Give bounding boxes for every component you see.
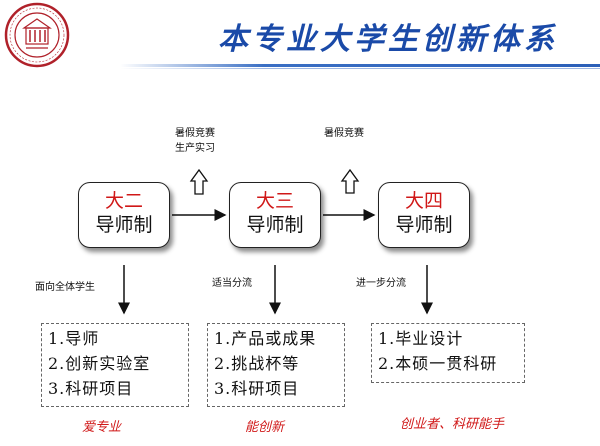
note-line: 生产实习	[175, 143, 215, 154]
title-rule-thin	[120, 68, 600, 69]
year-mentor-label: 导师制	[95, 214, 153, 236]
page-title: 本专业大学生创新体系	[218, 22, 558, 57]
list-item: 1.毕业设计	[378, 329, 464, 348]
hollow-up-arrow-icon	[340, 168, 360, 194]
list-box-year4: 1.毕业设计 2.本硕一贯科研	[371, 323, 525, 383]
list-item: 3.科研项目	[214, 379, 300, 398]
goal-entrepreneur: 创业者、科研能手	[400, 417, 505, 432]
down-label-2: 适当分流	[212, 278, 252, 289]
list-item: 2.创新实验室	[48, 354, 151, 373]
university-seal-icon	[4, 2, 70, 68]
year4-box: 大四 导师制	[378, 182, 470, 248]
year2-box: 大二 导师制	[78, 182, 170, 248]
goal-love-major: 爱专业	[82, 420, 122, 435]
note-line: 暑假竞赛	[324, 128, 364, 139]
list-item: 2.挑战杯等	[214, 354, 300, 373]
goal-innovate: 能创新	[245, 420, 285, 435]
down-label-1: 面向全体学生	[35, 282, 95, 293]
year-label: 大三	[255, 190, 294, 212]
list-item: 3.科研项目	[48, 379, 134, 398]
down-label-3: 进一步分流	[356, 278, 406, 289]
summer-notes-year2: 暑假竞赛 生产实习	[175, 126, 215, 156]
note-line: 暑假竞赛	[175, 128, 215, 139]
list-box-year2: 1.导师 2.创新实验室 3.科研项目	[41, 323, 189, 407]
year-mentor-label: 导师制	[395, 214, 453, 236]
title-rule	[120, 64, 600, 67]
list-box-year3: 1.产品或成果 2.挑战杯等 3.科研项目	[207, 323, 345, 407]
list-item: 1.产品或成果	[214, 329, 317, 348]
list-item: 1.导师	[48, 329, 100, 348]
year3-box: 大三 导师制	[229, 182, 321, 248]
list-item: 2.本硕一贯科研	[378, 354, 498, 373]
summer-notes-year3: 暑假竞赛	[324, 126, 364, 141]
year-label: 大四	[404, 190, 443, 212]
year-label: 大二	[104, 190, 143, 212]
hollow-up-arrow-icon	[189, 168, 209, 195]
year-mentor-label: 导师制	[246, 214, 304, 236]
